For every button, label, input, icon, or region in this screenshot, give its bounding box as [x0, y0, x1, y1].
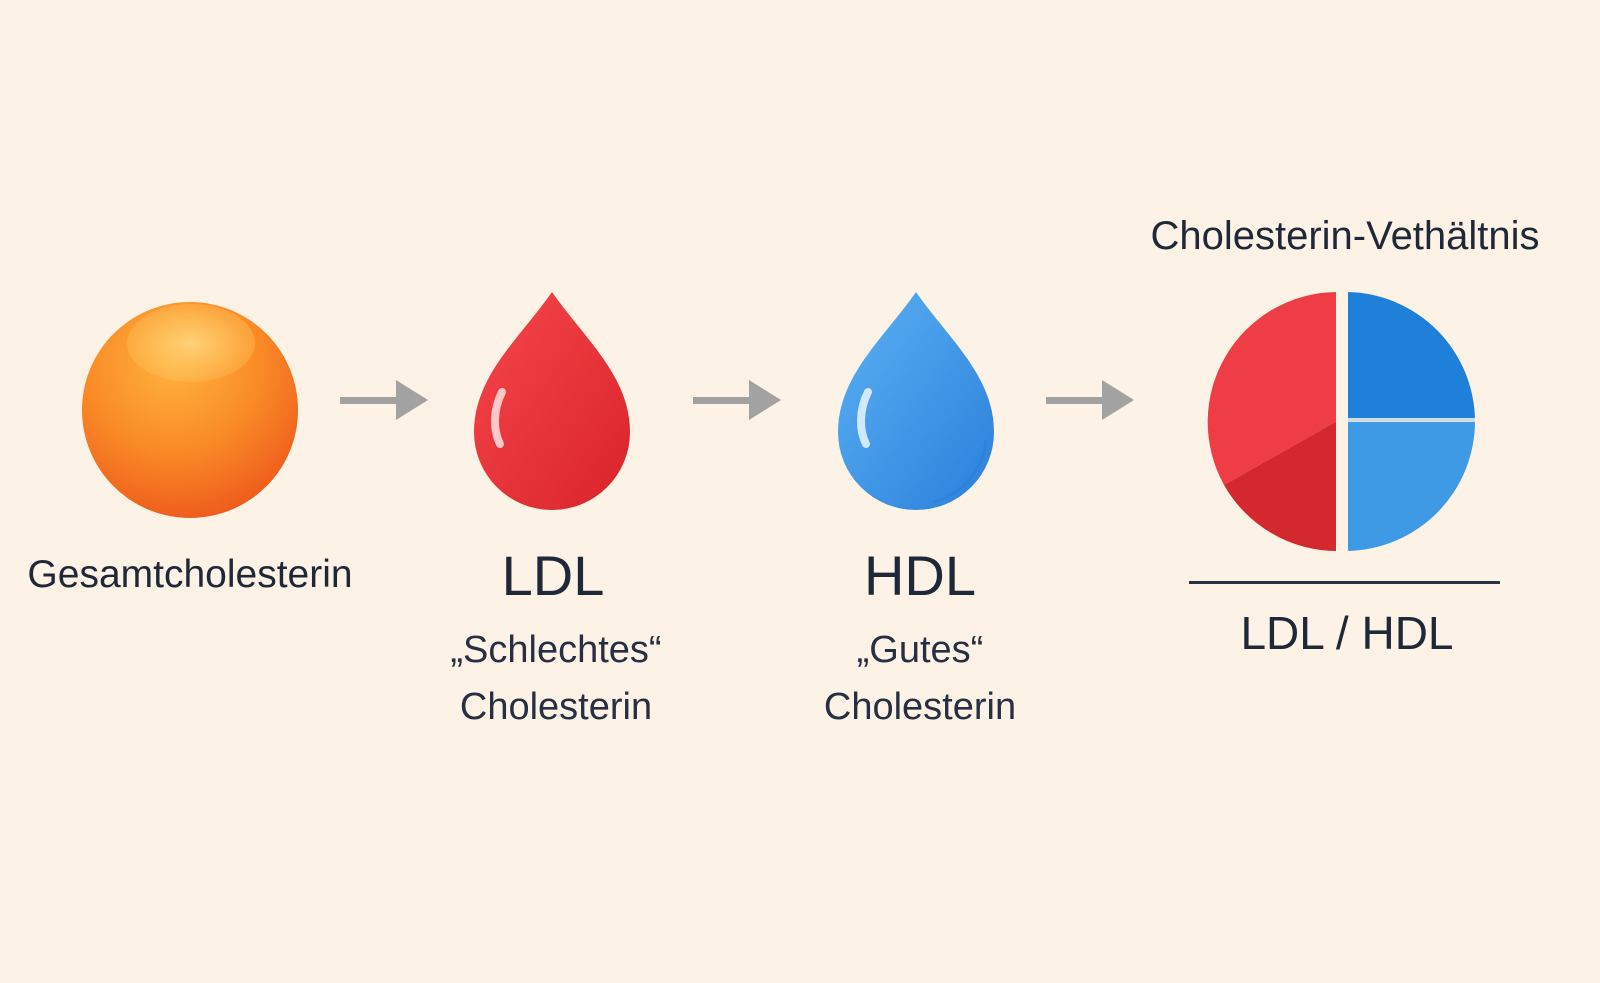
hdl-caption: „Gutes“ Cholesterin [824, 622, 1016, 736]
ratio-title: Cholesterin-Vethältnis [1150, 214, 1540, 258]
ldl-caption: „Schlechtes“ Cholesterin [450, 622, 661, 736]
ratio-formula: LDL / HDL [1240, 607, 1454, 659]
arrow-right-icon [340, 380, 428, 420]
arrow-right-icon [693, 380, 781, 420]
total-cholesterol-sphere-icon [82, 302, 298, 518]
ratio-pie-icon [1207, 286, 1478, 556]
hdl-blue-drop-icon [838, 292, 994, 510]
hdl-label: HDL [863, 544, 977, 607]
fraction-line [1189, 581, 1500, 584]
ldl-caption-line-2: Cholesterin [459, 686, 653, 728]
ldl-red-drop-icon [474, 292, 630, 510]
ldl-label: LDL [501, 544, 605, 607]
ldl-caption-line-1: „Schlechtes“ [450, 629, 662, 671]
total-cholesterol-label: Gesamtcholesterin [27, 553, 353, 596]
arrow-right-icon [1046, 380, 1134, 420]
hdl-caption-line-1: „Gutes“ [856, 629, 984, 671]
hdl-caption-line-2: Cholesterin [823, 686, 1017, 728]
